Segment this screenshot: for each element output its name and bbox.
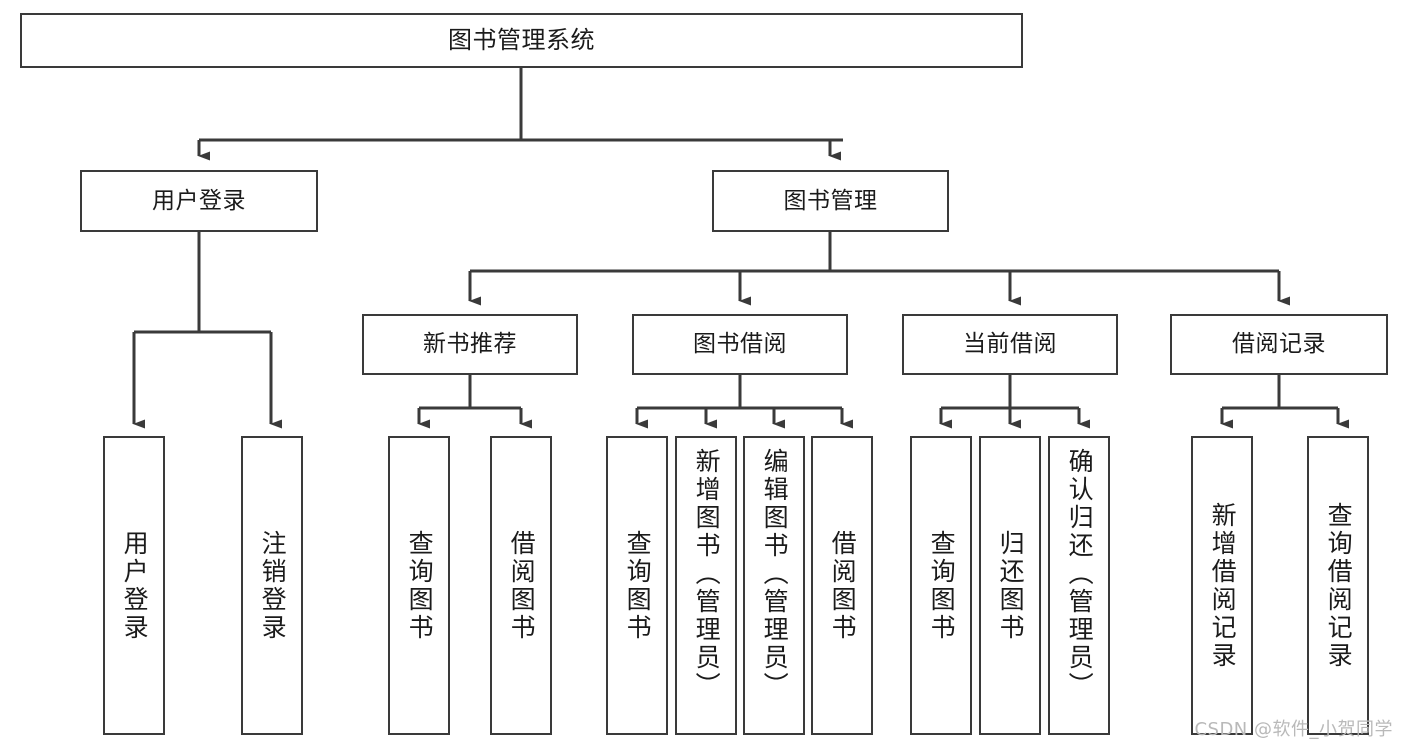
node-root[interactable]: 图书管理系统 — [20, 13, 1023, 68]
leaf-bb-query-book[interactable]: 查询图书 — [606, 436, 668, 735]
leaf-cb-confirm-return-label: 确认归还（管理员） — [1065, 448, 1095, 700]
leaf-br-query-record-label: 查询借阅记录 — [1324, 501, 1354, 670]
leaf-nb-query-book[interactable]: 查询图书 — [388, 436, 450, 735]
leaf-cb-query-book-label: 查询图书 — [927, 529, 957, 642]
node-book-borrow[interactable]: 图书借阅 — [632, 314, 848, 375]
leaf-nb-query-book-label: 查询图书 — [405, 529, 435, 642]
node-new-book[interactable]: 新书推荐 — [362, 314, 578, 375]
leaf-br-add-record-label: 新增借阅记录 — [1208, 501, 1238, 670]
leaf-bb-query-book-label: 查询图书 — [623, 529, 653, 642]
leaf-user-login[interactable]: 用户登录 — [103, 436, 165, 735]
node-user-login[interactable]: 用户登录 — [80, 170, 318, 232]
node-current-borrow[interactable]: 当前借阅 — [902, 314, 1118, 375]
leaf-br-add-record[interactable]: 新增借阅记录 — [1191, 436, 1253, 735]
leaf-user-login-label: 用户登录 — [120, 529, 150, 642]
leaf-nb-borrow-book[interactable]: 借阅图书 — [490, 436, 552, 735]
leaf-cb-query-book[interactable]: 查询图书 — [910, 436, 972, 735]
watermark: CSDN @软件_小贺同学 — [1194, 719, 1393, 740]
node-user-login-label: 用户登录 — [152, 187, 246, 214]
leaf-bb-edit-book-label: 编辑图书（管理员） — [760, 448, 790, 700]
node-book-manage-label: 图书管理 — [783, 187, 878, 214]
node-book-borrow-label: 图书借阅 — [693, 331, 787, 358]
node-root-label: 图书管理系统 — [448, 25, 595, 54]
leaf-logout[interactable]: 注销登录 — [241, 436, 303, 735]
leaf-cb-return-book-label: 归还图书 — [996, 529, 1026, 642]
node-borrow-record[interactable]: 借阅记录 — [1170, 314, 1388, 375]
leaf-bb-add-book-label: 新增图书（管理员） — [692, 448, 722, 700]
leaf-bb-borrow-book[interactable]: 借阅图书 — [811, 436, 873, 735]
leaf-nb-borrow-book-label: 借阅图书 — [507, 529, 537, 642]
leaf-cb-confirm-return[interactable]: 确认归还（管理员） — [1048, 436, 1110, 735]
leaf-bb-add-book[interactable]: 新增图书（管理员） — [675, 436, 737, 735]
leaf-bb-edit-book[interactable]: 编辑图书（管理员） — [743, 436, 805, 735]
leaf-br-query-record[interactable]: 查询借阅记录 — [1307, 436, 1369, 735]
node-book-manage[interactable]: 图书管理 — [712, 170, 949, 232]
leaf-bb-borrow-book-label: 借阅图书 — [828, 529, 858, 642]
leaf-logout-label: 注销登录 — [258, 529, 288, 642]
node-borrow-record-label: 借阅记录 — [1232, 331, 1326, 358]
node-new-book-label: 新书推荐 — [423, 331, 517, 358]
node-current-borrow-label: 当前借阅 — [963, 331, 1057, 358]
leaf-cb-return-book[interactable]: 归还图书 — [979, 436, 1041, 735]
